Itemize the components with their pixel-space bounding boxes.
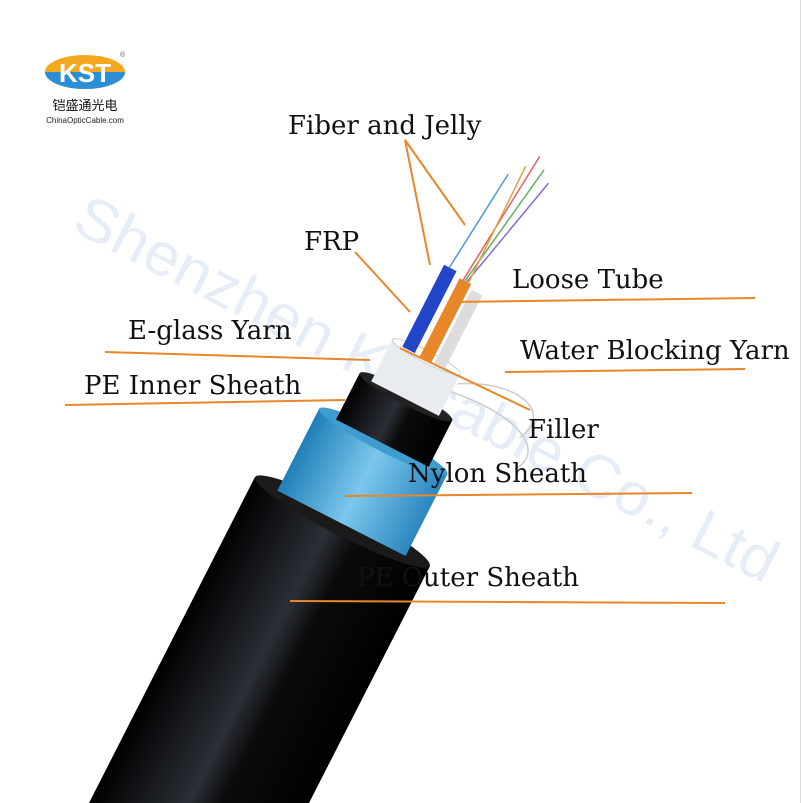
label-nylon-sheath: Nylon Sheath xyxy=(408,459,587,489)
nylon-sheath xyxy=(277,408,448,557)
leader-water-blocking-yarn xyxy=(504,368,746,373)
label-frp: FRP xyxy=(304,227,359,257)
leader-pe-inner-sheath xyxy=(64,399,346,406)
leader-pe-outer-sheath xyxy=(289,600,726,604)
registered-mark: ® xyxy=(120,51,126,59)
kst-logo: KST ® 铠盛通光电 ChinaOpticCable.com xyxy=(45,51,126,125)
leader-loose-tube xyxy=(447,297,756,303)
label-filler: Filler xyxy=(528,415,599,445)
label-loose-tube: Loose Tube xyxy=(512,265,664,295)
pe-inner-sheath xyxy=(336,373,453,467)
pe-outer-sheath xyxy=(89,477,430,803)
leader-fiber-jelly xyxy=(404,139,466,266)
logo-site: ChinaOpticCable.com xyxy=(46,116,124,125)
fiber xyxy=(466,182,550,283)
label-eglass-yarn: E-glass Yarn xyxy=(128,316,292,346)
eglass-yarn xyxy=(371,339,461,416)
logo-oval-bottom xyxy=(45,72,125,89)
leader-filler xyxy=(399,347,531,411)
label-water-blocking-yarn: Water Blocking Yarn xyxy=(520,336,790,366)
loose-tube xyxy=(419,278,472,363)
leader-frp xyxy=(354,251,411,313)
label-pe-inner-sheath: PE Inner Sheath xyxy=(84,371,301,401)
fiber xyxy=(462,155,541,281)
fiber xyxy=(448,173,509,268)
leader-eglass-yarn xyxy=(104,351,371,361)
fiber xyxy=(467,165,527,284)
logo-mark: KST xyxy=(59,58,111,88)
filler xyxy=(434,289,483,369)
label-fiber-jelly: Fiber and Jelly xyxy=(288,111,482,141)
label-pe-outer-sheath: PE Outer Sheath xyxy=(357,563,579,593)
logo-chinese: 铠盛通光电 xyxy=(52,98,117,114)
leader-nylon-sheath xyxy=(344,492,693,497)
water-blocking-yarn xyxy=(450,391,529,470)
leader-lines xyxy=(64,139,756,604)
cable xyxy=(254,155,550,568)
frp xyxy=(402,264,457,354)
fibers xyxy=(448,155,550,284)
